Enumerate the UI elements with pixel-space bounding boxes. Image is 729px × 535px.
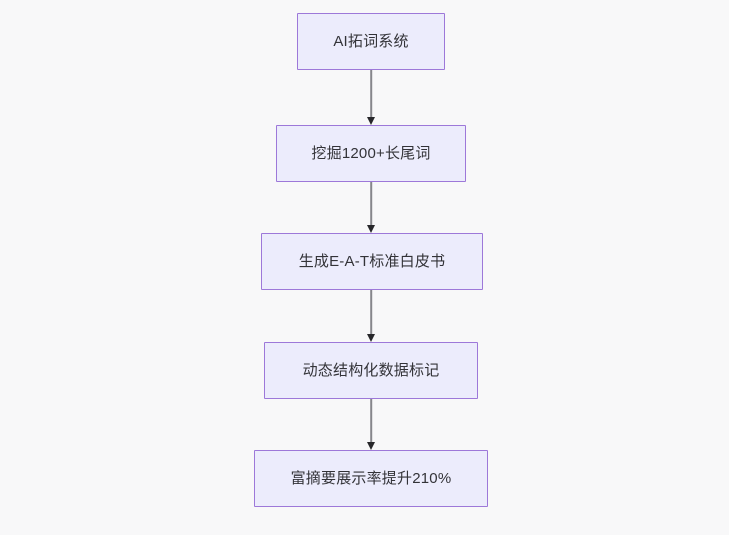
arrowhead-icon xyxy=(367,334,375,342)
flow-node-label: AI拓词系统 xyxy=(333,32,409,50)
flow-edge-n3-n4 xyxy=(370,399,372,442)
flow-node-dynamic-structured-data-markup[interactable]: 动态结构化数据标记 xyxy=(264,342,478,399)
flow-node-generate-eat-whitepaper[interactable]: 生成E-A-T标准白皮书 xyxy=(261,233,483,290)
arrowhead-icon xyxy=(367,117,375,125)
flow-node-label: 挖掘1200+长尾词 xyxy=(311,144,431,162)
flow-edge-n0-n1 xyxy=(370,70,372,117)
arrowhead-icon xyxy=(367,225,375,233)
flow-node-label: 生成E-A-T标准白皮书 xyxy=(298,252,446,270)
arrowhead-icon xyxy=(367,442,375,450)
flow-edge-n2-n3 xyxy=(370,290,372,334)
flow-node-rich-snippet-rate-increase[interactable]: 富摘要展示率提升210% xyxy=(254,450,488,507)
flow-node-ai-keyword-system[interactable]: AI拓词系统 xyxy=(297,13,445,70)
flow-node-mine-longtail-keywords[interactable]: 挖掘1200+长尾词 xyxy=(276,125,466,182)
flow-node-label: 动态结构化数据标记 xyxy=(302,361,440,379)
flow-node-label: 富摘要展示率提升210% xyxy=(290,469,452,487)
flow-edge-n1-n2 xyxy=(370,182,372,225)
